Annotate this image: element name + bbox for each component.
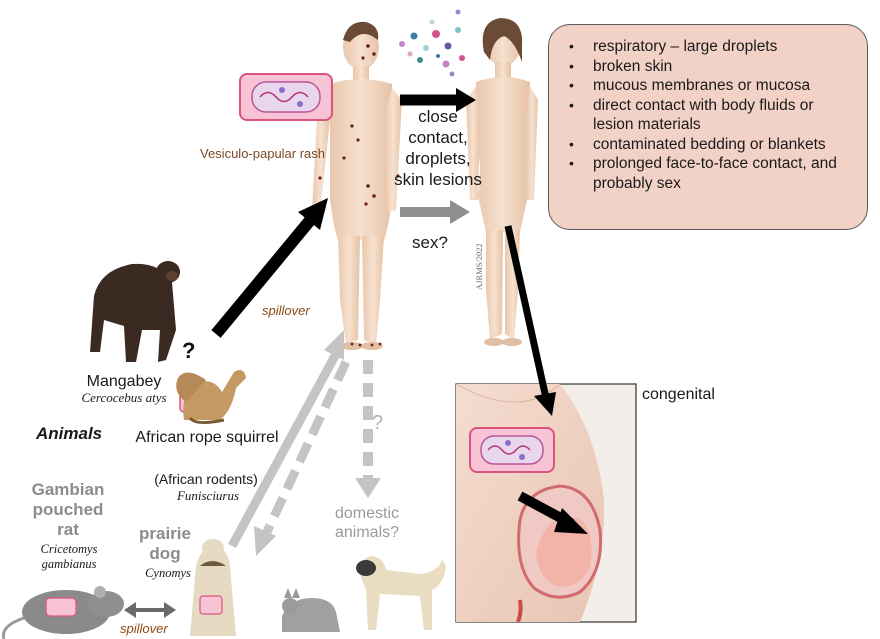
credit-label: AJRMS/2022: [474, 243, 484, 290]
prairie-dog-name: prairie dog: [132, 524, 198, 564]
cat-figure: [282, 588, 340, 632]
infected-human: [312, 22, 402, 350]
animals-heading: Animals: [36, 424, 102, 444]
dog-figure: [356, 556, 446, 630]
squirrel-name: African rope squirrel: [134, 428, 280, 447]
squirrel-sci: Funisciurus: [150, 488, 266, 504]
squirrel-note: (African rodents): [128, 470, 284, 489]
route-item: mucous membranes or mucosa: [567, 76, 857, 96]
rat-name: Gambian pouched rat: [22, 480, 114, 540]
sex-label: sex?: [412, 232, 448, 253]
rat-sci: Cricetomys gambianus: [20, 542, 118, 572]
gambian-rat-figure: [3, 586, 124, 639]
virion-icon: [240, 74, 332, 120]
droplets-cloud: [399, 10, 465, 77]
transmission-routes-list: respiratory – large droplets broken skin…: [567, 37, 857, 193]
lower-spillover-label: spillover: [120, 621, 168, 636]
route-item: direct contact with body fluids or lesio…: [567, 96, 857, 135]
congenital-panel: [456, 384, 636, 622]
route-item: prolonged face-to-face contact, and prob…: [567, 154, 857, 193]
close-contact-label: close contact, droplets, skin lesions: [390, 106, 486, 190]
route-item: respiratory – large droplets: [567, 37, 857, 57]
transmission-routes-box: respiratory – large droplets broken skin…: [548, 24, 868, 230]
mangabey-figure: [90, 261, 180, 362]
spillover-label: spillover: [262, 303, 310, 318]
route-item: contaminated bedding or blankets: [567, 135, 857, 155]
mangabey-sci: Cercocebus atys: [68, 390, 180, 406]
prairie-dog-sci: Cynomys: [136, 566, 200, 581]
rope-squirrel-figure: [176, 370, 246, 423]
congenital-label: congenital: [642, 386, 715, 404]
domestic-question-mark: ?: [372, 412, 383, 435]
virion-icon: [470, 428, 554, 472]
route-item: broken skin: [567, 57, 857, 77]
unknown-source-mark: ?: [182, 338, 195, 364]
rash-label: Vesiculo-papular rash: [200, 146, 325, 161]
domestic-animals-label: domestic animals?: [312, 504, 422, 542]
mangabey-name: Mangabey: [74, 372, 174, 391]
